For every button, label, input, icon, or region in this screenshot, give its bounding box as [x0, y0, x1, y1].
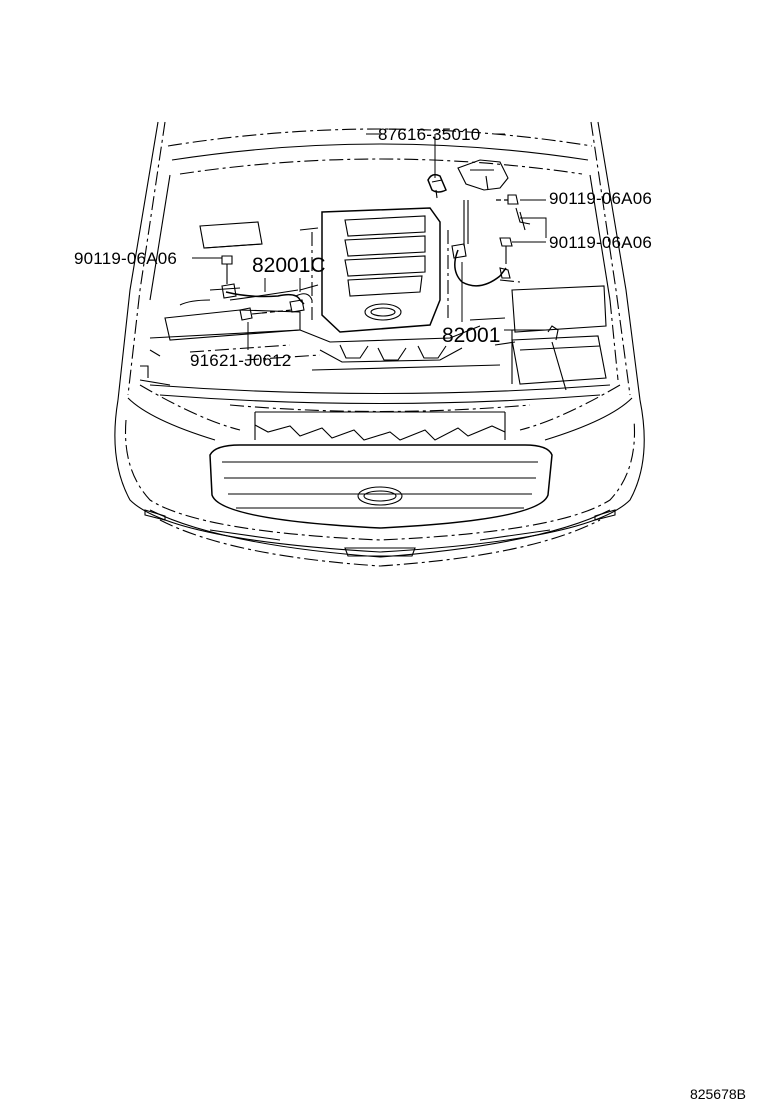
- leader-lines: [192, 133, 548, 350]
- callout-clip-top: 87616-35010: [378, 125, 480, 144]
- parts: [221, 173, 531, 321]
- callout-sensor-left: 82001C: [252, 254, 326, 277]
- bolt-bottom-left: [239, 307, 293, 321]
- callout-bolt-bottom-left: 91621-J0612: [190, 351, 291, 370]
- bolt-left: [221, 255, 233, 284]
- bolt-upper-right: [496, 194, 531, 231]
- vehicle-outline: [114, 121, 645, 567]
- clip-part: [427, 173, 447, 199]
- callout-bolt-right-upper: 90119-06A06: [549, 189, 652, 208]
- engine-compartment: [139, 159, 619, 391]
- callout-bolt-right-lower: 90119-06A06: [549, 233, 652, 252]
- callouts: 87616-35010 90119-06A06 90119-06A06 9011…: [74, 125, 652, 370]
- sensor-harness-left: [221, 283, 313, 313]
- bolt-lower-right: [499, 237, 513, 264]
- callout-bolt-left: 90119-06A06: [74, 249, 177, 268]
- reference-code: 825678B: [689, 1086, 746, 1102]
- callout-sensor-right: 82001: [442, 324, 500, 347]
